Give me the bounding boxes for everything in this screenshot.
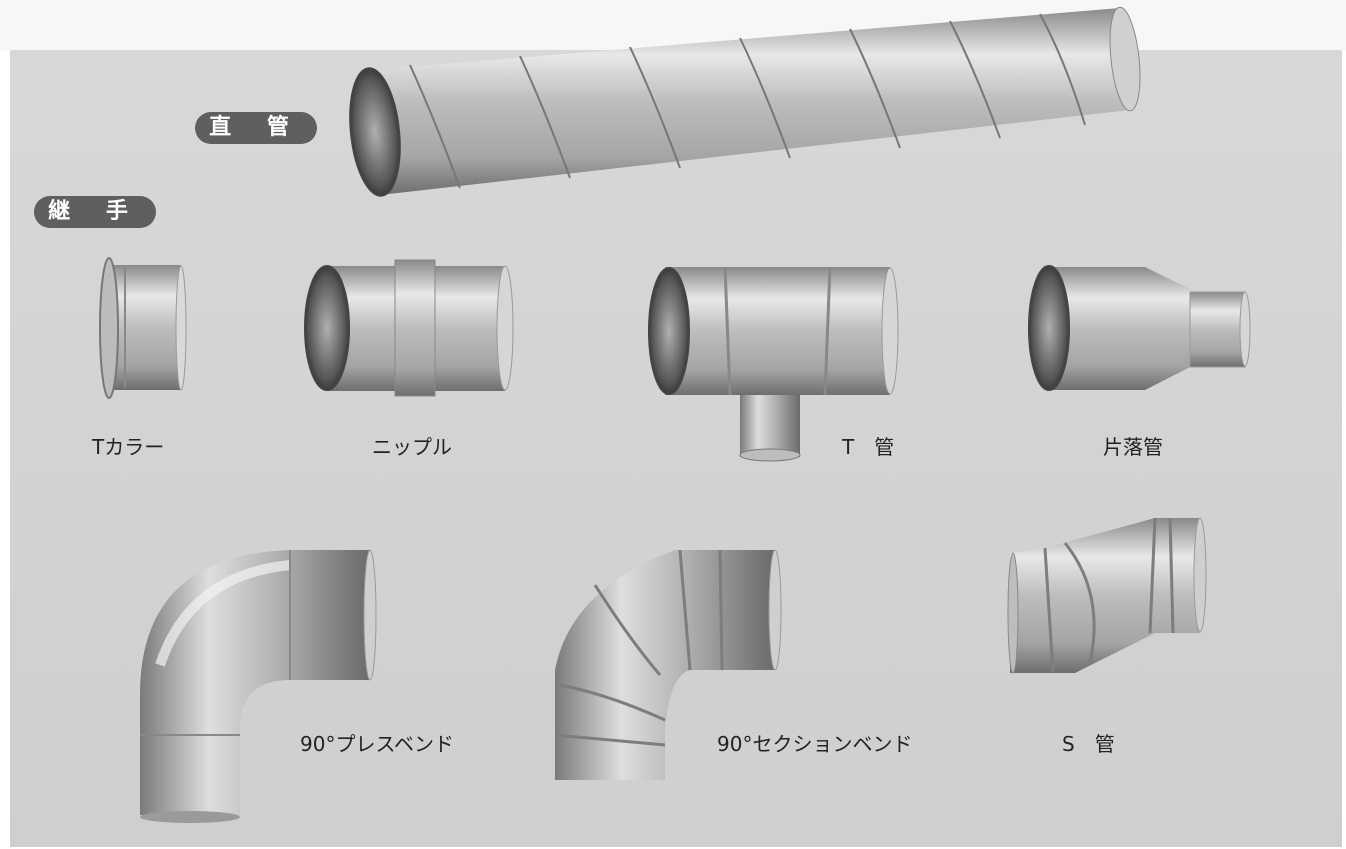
press-bend-label: 90°プレスベンド	[300, 732, 455, 756]
fittings-label: 継 手	[34, 196, 156, 228]
t-collar-image	[99, 257, 187, 399]
straight-pipe-label: 直 管	[195, 112, 317, 144]
section-bend-image	[554, 549, 782, 780]
s-pipe-label: S 管	[1062, 732, 1115, 756]
t-pipe-image	[648, 266, 899, 462]
reducer-label: 片落管	[1103, 435, 1163, 459]
press-bend-image	[140, 549, 377, 823]
s-pipe-image	[1007, 517, 1207, 674]
reducer-image	[1028, 265, 1251, 391]
nipple-label: ニップル	[372, 435, 452, 459]
nipple-image	[304, 259, 514, 397]
t-collar-label: Tカラー	[92, 435, 165, 459]
section-bend-label: 90°セクションベンド	[717, 732, 913, 756]
straight-spiral-pipe	[349, 6, 1141, 197]
t-pipe-label: T 管	[842, 435, 895, 459]
